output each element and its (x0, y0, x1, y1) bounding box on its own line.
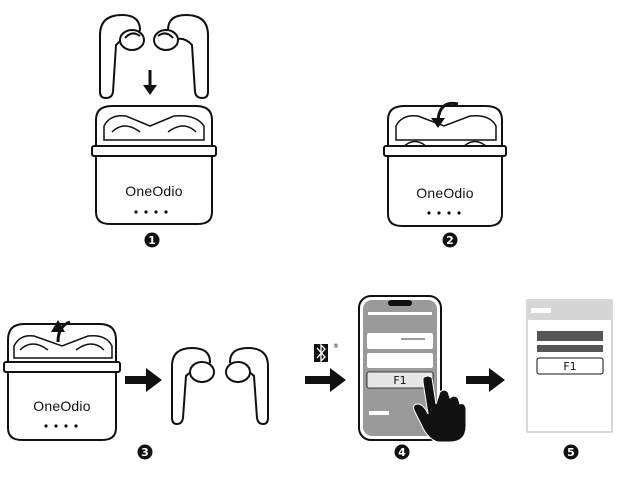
connected-device-item-f1[interactable] (536, 357, 604, 375)
charging-case-open (91, 105, 217, 225)
curved-arrow-down-icon (431, 101, 459, 128)
step-4-select-device-on-phone: ® F1 4 (305, 295, 505, 460)
earbuds-pair-icon (99, 13, 209, 100)
step-4-number-badge: 4 (394, 444, 410, 460)
svg-text:5: 5 (567, 446, 575, 459)
device-name-label: F1 (563, 360, 576, 373)
step-1-insert-earbuds: OneOdio 1 (91, 13, 217, 248)
device-name-label: F1 (393, 374, 406, 387)
svg-text:2: 2 (446, 234, 454, 247)
arrow-right-icon (466, 368, 505, 392)
battery-indicator-dots (427, 211, 461, 215)
battery-indicator-dots (44, 424, 78, 428)
step-5-number-badge: 5 (563, 444, 579, 460)
case-brand-label: OneOdio (125, 183, 182, 199)
case-brand-label: OneOdio (416, 185, 473, 201)
svg-text:1: 1 (148, 234, 156, 247)
battery-indicator-dots (134, 210, 168, 214)
pointing-hand-icon (413, 375, 467, 443)
svg-text:4: 4 (398, 446, 406, 459)
step-1-number-badge: 1 (144, 232, 160, 248)
curved-arrow-up-icon (51, 320, 71, 343)
step-2-number-badge: 2 (442, 232, 458, 248)
step-3-number-badge: 3 (137, 444, 153, 460)
arrow-down-icon (143, 70, 157, 95)
smartphone: F1 (358, 295, 442, 441)
step-5-device-connected: F1 5 (526, 299, 613, 460)
device-list-item-f1[interactable] (366, 371, 434, 389)
svg-text:®: ® (333, 343, 339, 350)
charging-case-open (383, 105, 507, 227)
charging-case-open (3, 323, 121, 441)
arrow-right-icon (305, 368, 346, 392)
settings-window: F1 (526, 299, 613, 433)
case-brand-label: OneOdio (33, 398, 90, 414)
arrow-right-icon (125, 368, 162, 392)
step-3-open-lid-remove-earbuds: OneOdio 3 (3, 320, 269, 460)
svg-text:3: 3 (141, 446, 149, 459)
earbuds-pair-icon (171, 346, 269, 426)
bluetooth-icon: ® (314, 343, 339, 363)
step-2-close-lid: OneOdio 2 (383, 101, 507, 248)
